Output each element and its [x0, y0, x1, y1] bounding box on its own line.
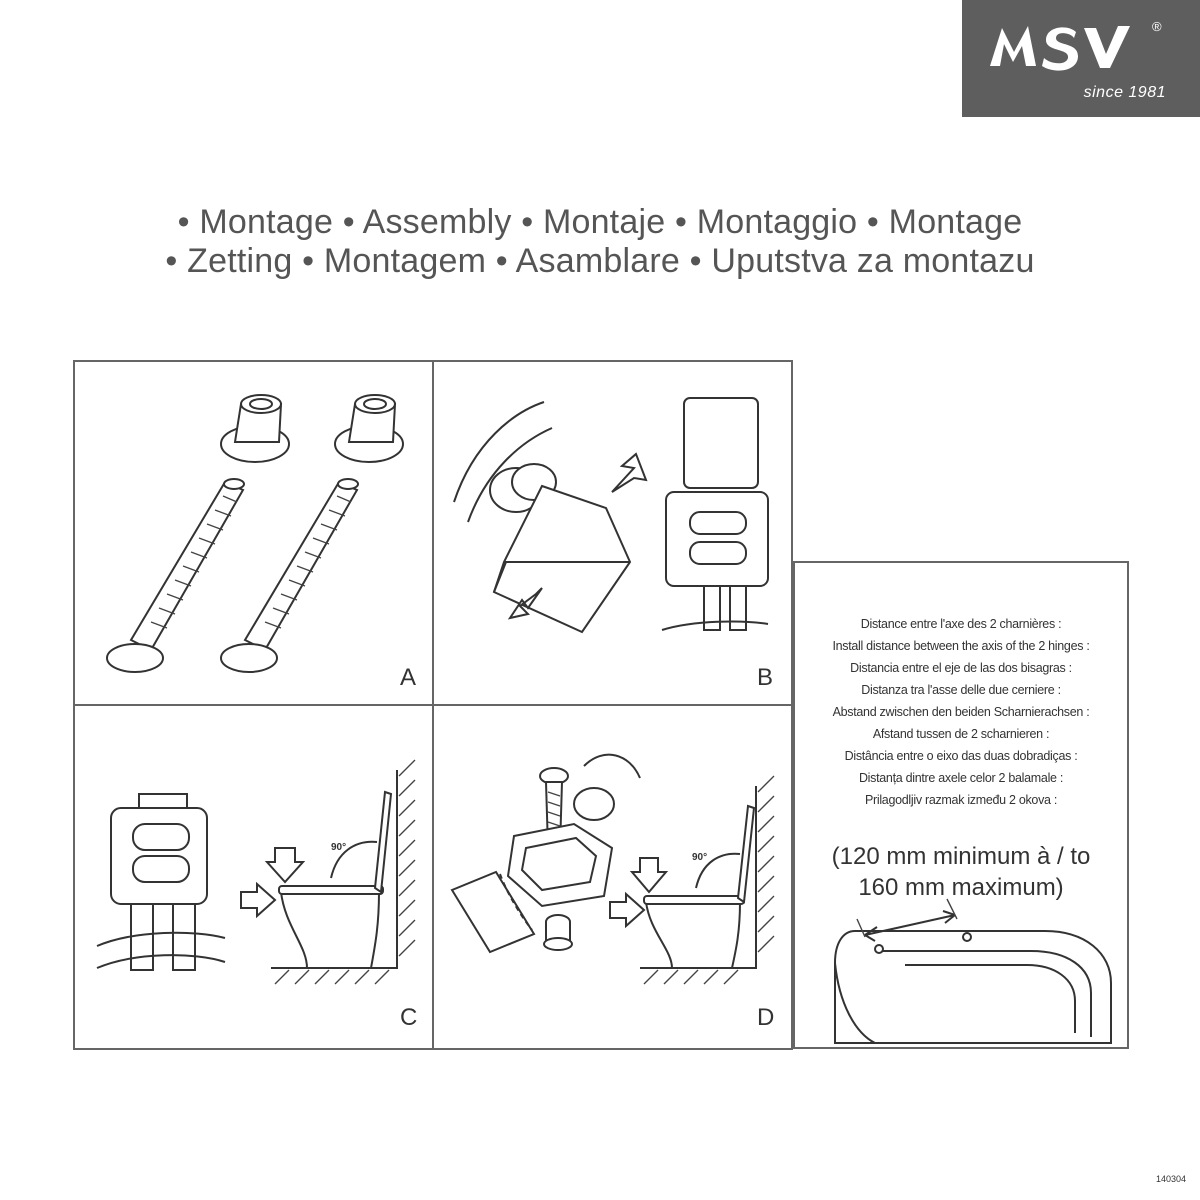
hinge-parts-illustration-icon: [106, 394, 404, 673]
info-line: Prilagodljiv razmak između 2 okova :: [864, 793, 1058, 807]
hinge-attach-illustration-icon: [453, 397, 769, 634]
toilet-bowl-top-illustration-icon: [834, 898, 1112, 1044]
panel-b: B: [432, 360, 793, 706]
panel-label-d: D: [757, 1004, 775, 1031]
document-number: 140304: [1155, 1174, 1186, 1184]
panel-label-c: C: [400, 1004, 418, 1031]
panel-label-a: A: [400, 664, 417, 691]
range-line-1: (120 mm minimum à / to: [831, 843, 1091, 870]
headline-line-2: • Zetting • Montagem • Asamblare • Uputs…: [165, 242, 1035, 280]
brand-logo: ® since 1981: [962, 0, 1200, 117]
seat-place-illustration-icon: 90°: [96, 759, 416, 985]
info-line: Install distance between the axis of the…: [832, 639, 1090, 653]
panel-c: 90° C: [73, 704, 434, 1050]
info-line: Distancia entre el eje de las dos bisagr…: [850, 661, 1072, 675]
panel-d-angle-label: 90°: [692, 852, 707, 863]
bolt-tighten-illustration-icon: 90°: [450, 753, 775, 985]
registered-mark: ®: [1152, 19, 1162, 34]
info-line: Distância entre o eixo das duas dobradiç…: [844, 749, 1078, 763]
logo-tagline: since 1981: [1083, 84, 1166, 101]
info-line: Afstand tussen de 2 scharnieren :: [872, 727, 1050, 741]
msv-logo-icon: [990, 26, 1130, 71]
headline-line-1: • Montage • Assembly • Montaje • Montagg…: [177, 203, 1023, 241]
hinge-distance-info: Distance entre l'axe des 2 charnières : …: [793, 561, 1129, 1049]
range-line-2: 160 mm maximum): [858, 874, 1064, 901]
panel-d: 90° D: [432, 704, 793, 1050]
info-line: Distanța dintre axele celor 2 balamale :: [858, 771, 1064, 785]
hinge-distance-text: Distance entre l'axe des 2 charnières : …: [795, 613, 1127, 811]
panel-label-b: B: [757, 664, 774, 691]
panel-c-angle-label: 90°: [331, 842, 346, 853]
hinge-distance-range: (120 mm minimum à / to 160 mm maximum): [795, 841, 1127, 903]
panel-a: A: [73, 360, 434, 706]
info-line: Distanza tra l'asse delle due cerniere :: [861, 683, 1061, 697]
info-line: Abstand zwischen den beiden Scharnierach…: [832, 705, 1090, 719]
info-line: Distance entre l'axe des 2 charnières :: [860, 617, 1062, 631]
